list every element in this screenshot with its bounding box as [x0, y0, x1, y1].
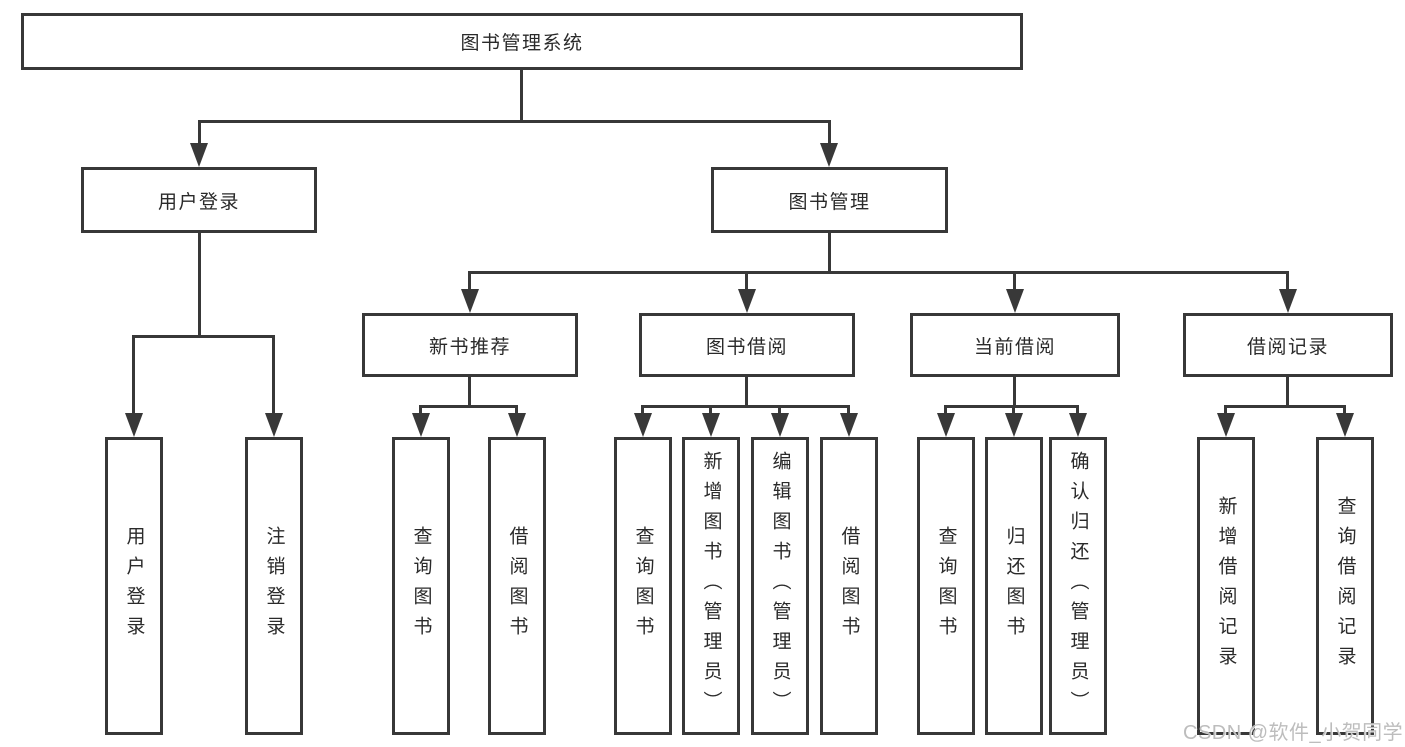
- leaf-label: 归还图书: [1003, 526, 1025, 646]
- connector-records-vline: [1286, 377, 1289, 408]
- arrowhead-book-mgmt-icon: [820, 143, 838, 167]
- leaf-query-books-borrowing: 查询图书: [614, 437, 672, 735]
- connector-records-hline: [1224, 405, 1346, 408]
- connector-stub: [709, 405, 712, 415]
- node-label: 图书借阅: [705, 336, 788, 358]
- connector-stub: [1012, 405, 1015, 415]
- connector-recommend-vline: [468, 377, 471, 408]
- node-library-management-system: 图书管理系统: [21, 13, 1023, 70]
- arrowhead-icon: [508, 413, 526, 437]
- connector-stub: [1076, 405, 1079, 415]
- arrowhead-user-login-icon: [190, 143, 208, 167]
- arrowhead-leaf-login-icon: [125, 413, 143, 437]
- leaf-confirm-return-admin: 确认归还（管理员）: [1049, 437, 1107, 735]
- watermark-text: CSDN @软件_小贺同学: [1183, 722, 1404, 744]
- connector-leaf-login-stub: [132, 335, 135, 415]
- leaf-query-borrow-record: 查询借阅记录: [1316, 437, 1374, 735]
- connector-root-vline: [520, 70, 523, 123]
- leaf-label: 编辑图书（管理员）: [769, 451, 791, 721]
- leaf-label: 查询图书: [935, 526, 957, 646]
- leaf-return-book: 归还图书: [985, 437, 1043, 735]
- connector-stub: [515, 405, 518, 415]
- arrowhead-records-icon: [1279, 289, 1297, 313]
- arrowhead-icon: [937, 413, 955, 437]
- leaf-borrow-books-recommend: 借阅图书: [488, 437, 546, 735]
- leaf-label: 注销登录: [263, 526, 285, 646]
- connector-stub: [419, 405, 422, 415]
- node-label: 用户登录: [157, 191, 240, 213]
- node-user-login: 用户登录: [81, 167, 317, 233]
- connector-recommend-hline: [419, 405, 518, 408]
- node-book-management: 图书管理: [711, 167, 948, 233]
- leaf-add-borrow-record: 新增借阅记录: [1197, 437, 1255, 735]
- arrowhead-icon: [771, 413, 789, 437]
- connector-root-hline: [198, 120, 830, 123]
- connector-stub: [944, 405, 947, 415]
- arrowhead-icon: [634, 413, 652, 437]
- leaf-label: 借阅图书: [838, 526, 860, 646]
- connector-book-mgmt-vline: [828, 233, 831, 274]
- leaf-label: 新增图书（管理员）: [700, 451, 722, 721]
- leaf-label: 用户登录: [123, 526, 145, 646]
- arrowhead-current-icon: [1006, 289, 1024, 313]
- leaf-user-login: 用户登录: [105, 437, 163, 735]
- connector-stub: [847, 405, 850, 415]
- arrowhead-icon: [1217, 413, 1235, 437]
- node-label: 图书管理系统: [460, 33, 584, 54]
- arrowhead-icon: [1336, 413, 1354, 437]
- node-new-book-recommend: 新书推荐: [362, 313, 578, 377]
- leaf-label: 新增借阅记录: [1215, 496, 1237, 676]
- leaf-label: 借阅图书: [506, 526, 528, 646]
- connector-stub: [1343, 405, 1346, 415]
- arrowhead-leaf-logout-icon: [265, 413, 283, 437]
- leaf-borrow-books-borrowing: 借阅图书: [820, 437, 878, 735]
- connector-borrowing-vline: [745, 377, 748, 408]
- arrowhead-icon: [412, 413, 430, 437]
- connector-leaf-logout-stub: [272, 335, 275, 415]
- leaf-query-books-current: 查询图书: [917, 437, 975, 735]
- connector-current-vline: [1013, 377, 1016, 408]
- connector-records-stub: [1286, 271, 1289, 291]
- node-current-borrowing: 当前借阅: [910, 313, 1120, 377]
- leaf-label: 查询图书: [632, 526, 654, 646]
- connector-recommend-stub: [468, 271, 471, 291]
- arrowhead-borrowing-icon: [738, 289, 756, 313]
- leaf-add-book-admin: 新增图书（管理员）: [682, 437, 740, 735]
- connector-current-hline: [944, 405, 1079, 408]
- connector-book-mgmt-stub: [828, 120, 831, 145]
- connector-current-stub: [1013, 271, 1016, 291]
- connector-book-mgmt-hline: [468, 271, 1289, 274]
- connector-stub: [778, 405, 781, 415]
- leaf-logout: 注销登录: [245, 437, 303, 735]
- node-label: 借阅记录: [1246, 336, 1329, 358]
- connector-user-login-stub: [198, 120, 201, 145]
- connector-stub: [1224, 405, 1227, 415]
- connector-user-login-vline: [198, 233, 201, 338]
- node-label: 当前借阅: [973, 336, 1056, 358]
- node-book-borrowing: 图书借阅: [639, 313, 855, 377]
- connector-user-login-hline: [132, 335, 275, 338]
- leaf-label: 确认归还（管理员）: [1067, 451, 1089, 721]
- leaf-query-books-recommend: 查询图书: [392, 437, 450, 735]
- node-label: 新书推荐: [428, 336, 511, 358]
- connector-borrowing-stub: [745, 271, 748, 291]
- leaf-label: 查询借阅记录: [1334, 496, 1356, 676]
- arrowhead-icon: [702, 413, 720, 437]
- leaf-label: 查询图书: [410, 526, 432, 646]
- leaf-edit-book-admin: 编辑图书（管理员）: [751, 437, 809, 735]
- node-label: 图书管理: [788, 191, 871, 213]
- connector-stub: [641, 405, 644, 415]
- arrowhead-recommend-icon: [461, 289, 479, 313]
- arrowhead-icon: [840, 413, 858, 437]
- connector-borrowing-hline: [641, 405, 850, 408]
- arrowhead-icon: [1005, 413, 1023, 437]
- arrowhead-icon: [1069, 413, 1087, 437]
- node-borrowing-records: 借阅记录: [1183, 313, 1393, 377]
